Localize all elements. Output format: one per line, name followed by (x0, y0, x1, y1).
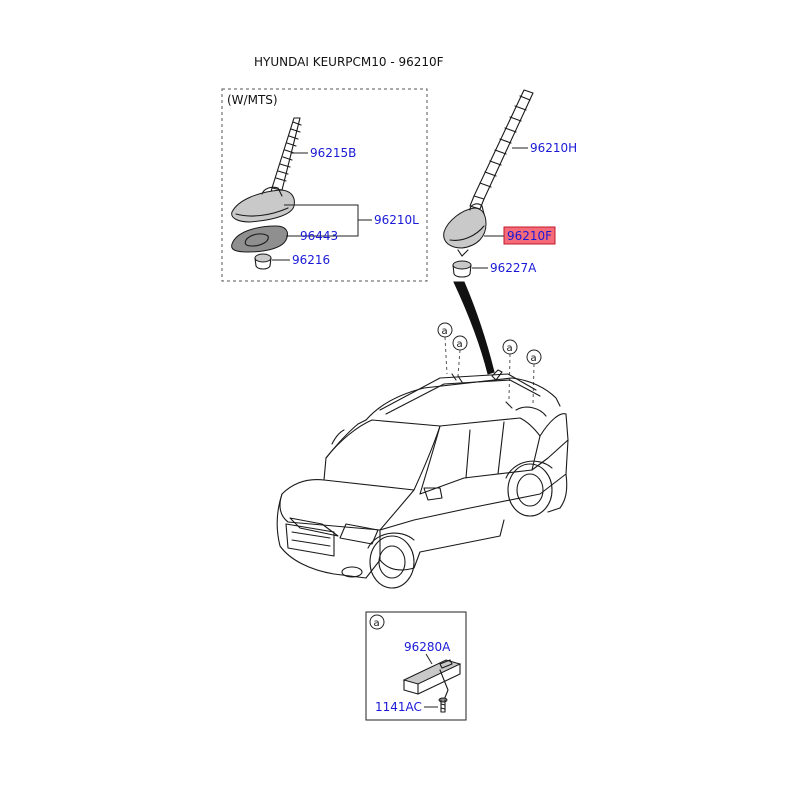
svg-text:a: a (442, 326, 448, 337)
part-96227A[interactable]: 96227A (490, 261, 537, 275)
svg-text:a: a (507, 343, 513, 354)
highlight-96210F (503, 226, 556, 245)
part-96216[interactable]: 96216 (292, 253, 330, 267)
svg-text:a: a (531, 353, 537, 364)
mts-antenna-rod-drawing (269, 117, 302, 199)
bracket-96280A-drawing (402, 659, 462, 701)
antenna-rod-drawing (469, 89, 534, 210)
callout-marker-3: a (502, 339, 518, 401)
part-96443[interactable]: 96443 (300, 229, 338, 243)
part-96210H[interactable]: 96210H (530, 141, 577, 155)
mts-nut-drawing (254, 253, 272, 270)
part-96210L[interactable]: 96210L (374, 213, 419, 227)
callout-marker-2: a (452, 335, 468, 377)
screw-1141AC-drawing (438, 697, 448, 713)
part-1141AC[interactable]: 1141AC (375, 700, 422, 714)
mts-box-label: (W/MTS) (227, 93, 278, 107)
antenna-cable-drawing (453, 281, 495, 375)
mts-option-box (221, 88, 428, 282)
vehicle-drawing (276, 369, 569, 589)
mts-gasket-drawing (231, 225, 289, 253)
leader-96280A (425, 653, 433, 665)
part-96215B[interactable]: 96215B (310, 146, 356, 160)
antenna-base-drawing (443, 203, 487, 257)
detail-box-marker: a (369, 614, 385, 630)
mts-antenna-base-drawing (231, 186, 295, 223)
diagram-title: HYUNDAI KEURPCM10 - 96210F (254, 55, 444, 69)
callout-marker-1: a (437, 322, 453, 375)
part-96210F[interactable]: 96210F (507, 229, 552, 243)
detail-box-a (365, 611, 467, 721)
svg-text:a: a (374, 618, 380, 629)
svg-text:a: a (457, 339, 463, 350)
antenna-nut-drawing (452, 260, 472, 278)
part-96280A[interactable]: 96280A (404, 640, 451, 654)
